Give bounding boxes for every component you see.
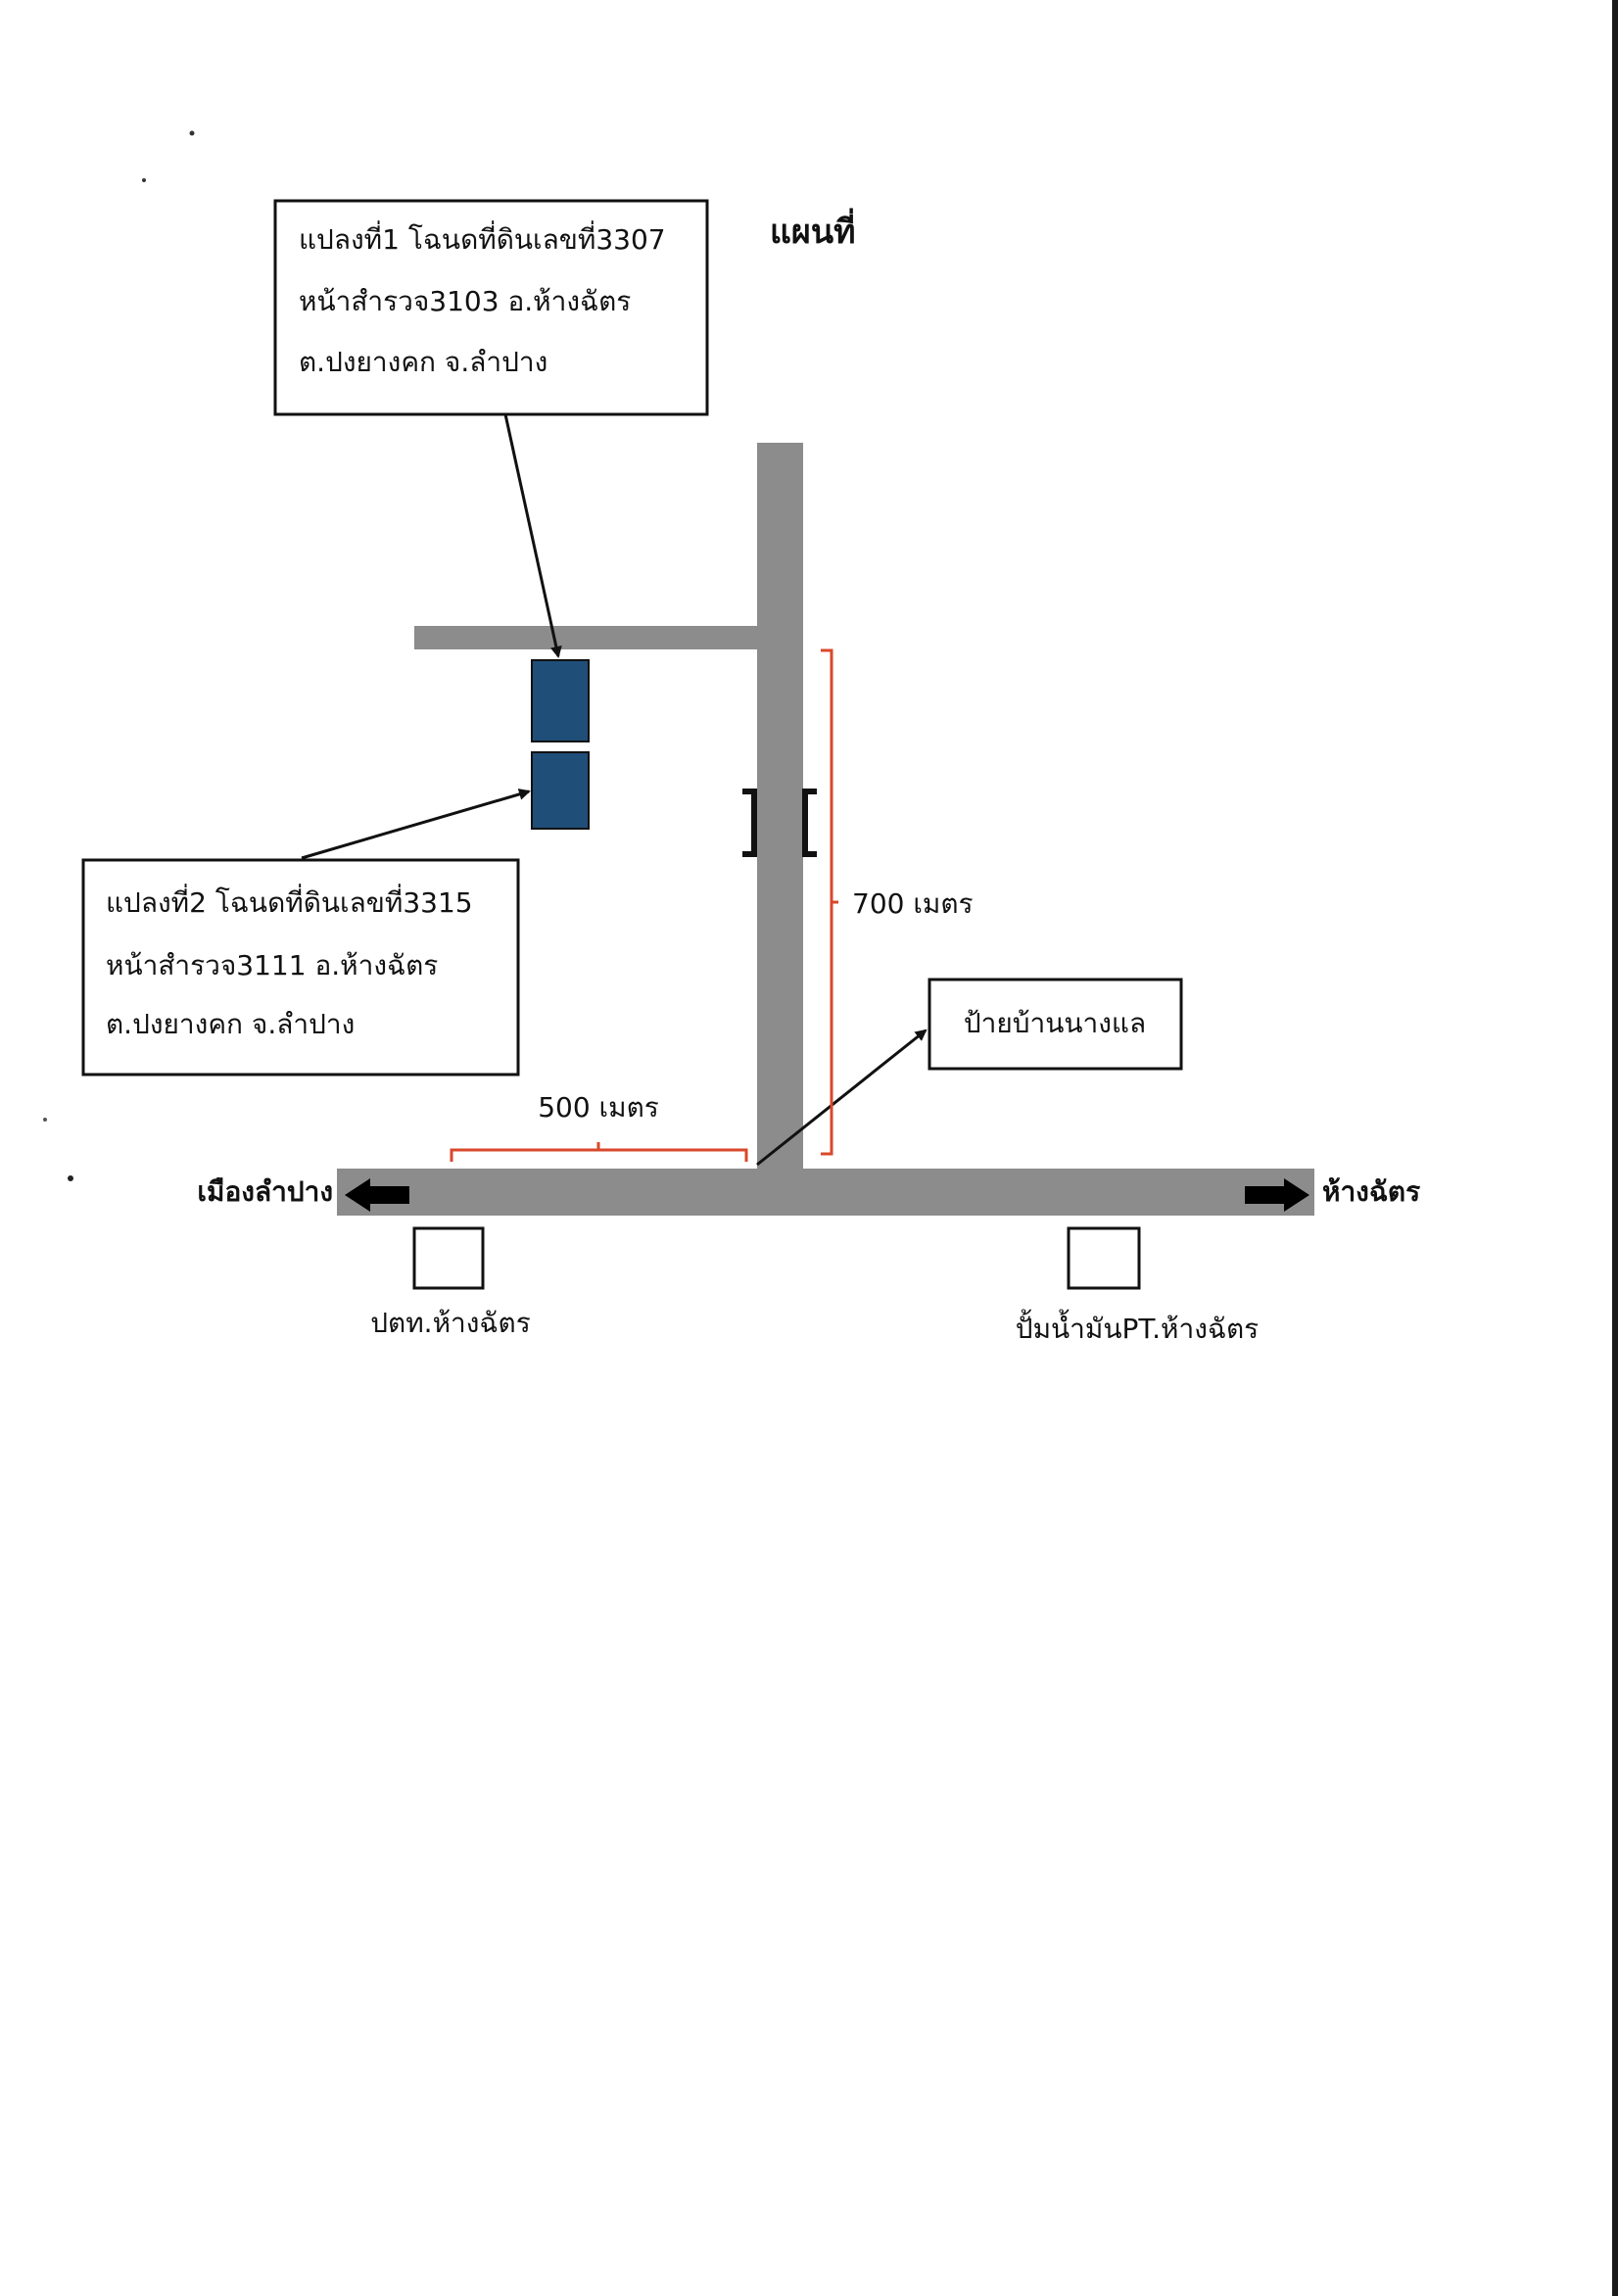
- parcel-1-pointer: [503, 413, 562, 658]
- parcel-2-plot: [531, 751, 590, 830]
- parcel-2-line-2: หน้าสำรวจ3111 อ.ห้างฉัตร: [106, 949, 438, 981]
- direction-left-label: เมืองลำปาง: [197, 1175, 333, 1208]
- landmark-sign-label: ป้ายบ้านนางแล: [964, 1007, 1146, 1039]
- road-branch: [414, 626, 784, 649]
- scan-speck: [68, 1175, 73, 1181]
- place-right-marker: [1067, 1226, 1141, 1290]
- parcel-1-line-2: หน้าสำรวจ3103 อ.ห้างฉัตร: [299, 285, 631, 317]
- road-main: [337, 1169, 1314, 1216]
- parcel-2-callout: [81, 858, 520, 1076]
- parcel-1-line-1: แปลงที่1 โฉนดที่ดินเลขที่3307: [299, 220, 666, 256]
- scan-edge: [1612, 0, 1618, 2296]
- place-right-label: ปั้มน้ำมันPT.ห้างฉัตร: [1016, 1309, 1259, 1345]
- arrow-right-icon: [1245, 1178, 1309, 1212]
- parcel-2-line-1: แปลงที่2 โฉนดที่ดินเลขที่3315: [106, 884, 473, 919]
- parcel-2-pointer: [301, 789, 531, 860]
- place-left-marker: [412, 1226, 485, 1290]
- parcel-1-callout: [273, 199, 709, 416]
- distance-bracket-vertical: [821, 648, 838, 1156]
- bridge-bracket-left-icon: [742, 789, 757, 857]
- distance-horizontal-label: 500 เมตร: [538, 1091, 659, 1124]
- map-title: แผนที่: [770, 208, 856, 252]
- parcel-1-line-3: ต.ปงยางคก จ.ลำปาง: [299, 346, 547, 378]
- scan-speck: [43, 1118, 47, 1122]
- parcel-1-plot: [531, 659, 590, 742]
- landmark-sign-box: [928, 978, 1183, 1071]
- arrow-left-icon: [345, 1178, 409, 1212]
- place-left-label: ปตท.ห้างฉัตร: [370, 1307, 530, 1339]
- direction-right-label: ห้างฉัตร: [1322, 1175, 1420, 1208]
- scan-speck: [189, 130, 195, 136]
- distance-vertical-label: 700 เมตร: [852, 887, 974, 920]
- road-vertical: [757, 443, 803, 1173]
- bridge-bracket-right-icon: [802, 789, 817, 857]
- scan-speck: [142, 178, 146, 182]
- parcel-2-line-3: ต.ปงยางคก จ.ลำปาง: [106, 1008, 355, 1040]
- landmark-pointer: [756, 1028, 928, 1167]
- distance-bracket-horizontal: [450, 1142, 748, 1162]
